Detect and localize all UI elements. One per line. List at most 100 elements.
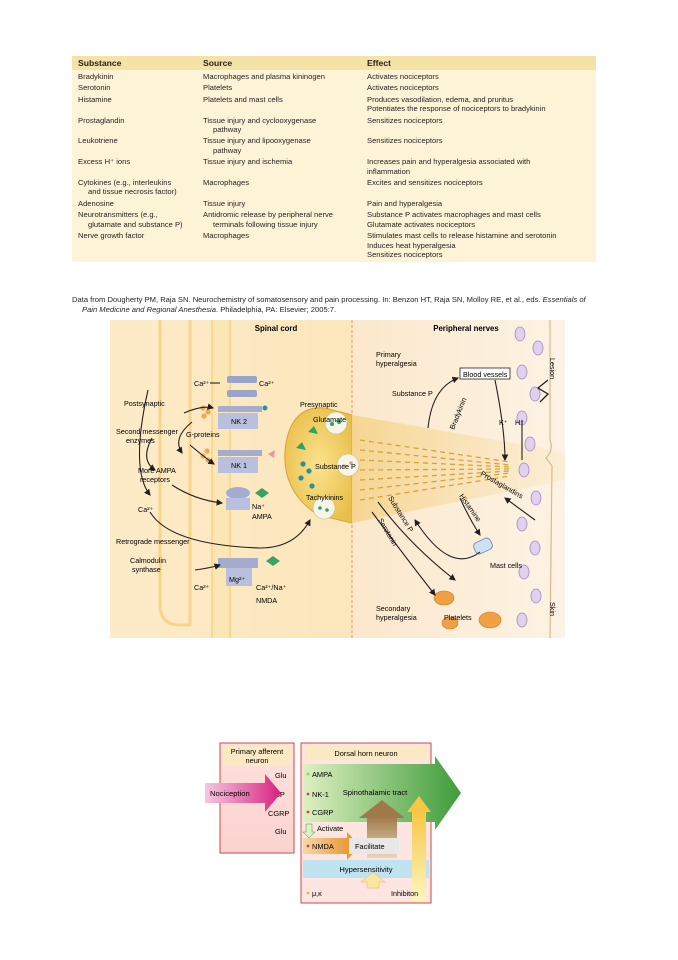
cell-substance-line: Prostaglandin (78, 115, 125, 125)
sp-label: SP (275, 790, 285, 799)
header-source: Source (203, 58, 233, 68)
vesicles (296, 411, 360, 520)
cell-effect-line: Sensitizes nociceptors (367, 115, 443, 125)
cell-source-line: Macrophages and plasma kininogen (203, 72, 326, 81)
table-row: Prostaglandin Tissue injury and cyclooxyg… (72, 114, 596, 135)
cell-substance: Excess H⁺ ions (72, 157, 201, 176)
cell-effect: Sensitizes nociceptors (363, 136, 596, 155)
platelets-label: Platelets (444, 613, 472, 622)
substance-p-periph-label: Substance P (392, 389, 433, 398)
header-effect: Effect (367, 58, 391, 68)
nmda-receptor (218, 556, 280, 586)
nk2-receptor (218, 405, 268, 429)
pain-mechanism-figure: Spinal cord Peripheral nerves Ca²⁺ Ca²⁺ … (110, 320, 565, 638)
cell-effect: Excites and sensitizes nociceptors (363, 178, 596, 197)
facilitate-label: Facilitate (355, 842, 385, 851)
mg-label: Mg²⁺ (229, 575, 245, 584)
platelets-shapes (433, 590, 502, 630)
presynaptic-terminal (284, 407, 353, 524)
dorsal-horn-figure: Primary afferent neuron Glu SP CGRP Glu … (205, 742, 461, 904)
cell-source-line: Antidromic release by peripheral nerve (203, 210, 334, 220)
cell-effect: Activates nociceptors (363, 83, 596, 92)
cell-substance: Bradykinin (72, 72, 201, 81)
mast-cells-label: Mast cells (490, 561, 522, 570)
table-row: Histamine Platelets and mast cells Produce… (72, 93, 596, 114)
cell-effect: Produces vasodilation, edema, and prurit… (363, 95, 596, 114)
cell-substance-line: Excess H⁺ ions (78, 157, 131, 167)
cell-effect-line: Pain and hyperalgesia (367, 198, 443, 208)
primary-hyperalgesia-label-2: hyperalgesia (376, 359, 417, 368)
blood-vessels-label: Blood vessels (463, 370, 508, 379)
cell-substance: Serotonin (72, 83, 201, 92)
nk1-receptor (218, 450, 275, 473)
ca-na-label: Ca²⁺/Na⁺ (256, 583, 287, 592)
cell-effect-line: inflammation (367, 166, 411, 176)
cell-substance-line: Serotonin (78, 83, 111, 93)
cell-effect-line: Increases pain and hyperalgesia associat… (367, 157, 531, 167)
spinal-cord-label: Spinal cord (255, 324, 298, 333)
cell-effect-line: Activates nociceptors (367, 72, 439, 81)
cell-source-line: Tissue injury and cyclooxygenase (203, 115, 317, 125)
cell-effect-line: Excites and sensitizes nociceptors (367, 178, 483, 188)
cell-source-line: Platelets and mast cells (203, 94, 283, 104)
cell-substance: Neurotransmitters (e.g.,glutamate and su… (72, 210, 201, 229)
secondary-hyperalgesia-label-2: hyperalgesia (376, 613, 417, 622)
ampa-receptor (226, 487, 269, 510)
ampa-label-2: AMPA (312, 770, 332, 779)
cell-effect-line: Stimulates mast cells to release histami… (367, 231, 557, 241)
cell-substance-line: Cytokines (e.g., interleukins (78, 178, 172, 188)
cell-substance: Nerve growth factor (72, 231, 201, 259)
caption-italic-2: Pain Medicine and Regional Anesthesia (82, 304, 216, 314)
calmodulin-label-2: synthase (132, 565, 161, 574)
table-body: Bradykinin Macrophages and plasma kininog… (72, 70, 596, 262)
cell-effect: Increases pain and hyperalgesia associat… (363, 157, 596, 176)
cell-source-line: Macrophages (203, 231, 250, 241)
primary-afferent-title-2: neuron (245, 756, 268, 765)
cell-source-line: pathway (213, 145, 242, 155)
cell-effect-line: Produces vasodilation, edema, and prurit… (367, 94, 514, 104)
cell-source: Platelets and mast cells (201, 95, 363, 114)
cell-substance-line: and tissue necrosis factor) (88, 187, 177, 197)
nmda-label-2: NMDA (312, 842, 334, 851)
secondary-hyperalgesia-label: Secondary (376, 604, 411, 613)
cell-substance-line: Adenosine (78, 198, 114, 208)
nmda-arrow (303, 832, 360, 860)
lesion-zigzag (536, 379, 550, 403)
activate-arrow (302, 823, 316, 839)
mu-kappa-label: μ,κ (312, 889, 322, 898)
cell-substance-line: glutamate and substance P) (88, 219, 183, 229)
ca2-mid-label: Ca²⁺ (138, 505, 154, 514)
table-source-note: Data from Dougherty PM, Raja SN. Neuroch… (72, 295, 602, 314)
nociception-arrow (205, 774, 281, 812)
skin-label: Skin (548, 602, 557, 616)
cell-effect: Activates nociceptors (363, 72, 596, 81)
more-ampa-label-2: receptors (140, 475, 170, 484)
hypersensitivity-label: Hypersensitivity (339, 865, 392, 874)
cell-substance-line: Bradykinin (78, 72, 114, 81)
table-row: Excess H⁺ ions Tissue injury and ischemia… (72, 155, 596, 176)
cell-source: Tissue injury and ischemia (201, 157, 363, 176)
inhibition-label: Inhibiton (391, 889, 418, 898)
dorsal-horn-title: Dorsal horn neuron (334, 749, 397, 758)
lesion-label: Lesion (548, 358, 557, 379)
presynaptic-label: Presynaptic (300, 400, 338, 409)
mast-cell (473, 537, 493, 555)
glu2-label: Glu (275, 827, 287, 836)
nerve-fiber (352, 415, 565, 523)
ca2-right-label: Ca²⁺ (259, 379, 275, 388)
cell-effect: Stimulates mast cells to release histami… (363, 231, 596, 259)
cell-source-line: Tissue injury and lipooxygenase (203, 136, 311, 146)
neuron-outline (158, 320, 192, 627)
cell-source-line: pathway (213, 125, 242, 135)
calcium-channel-top (227, 376, 257, 397)
cell-substance-line: Histamine (78, 94, 112, 104)
cell-source-line: Tissue injury and ischemia (203, 157, 293, 167)
